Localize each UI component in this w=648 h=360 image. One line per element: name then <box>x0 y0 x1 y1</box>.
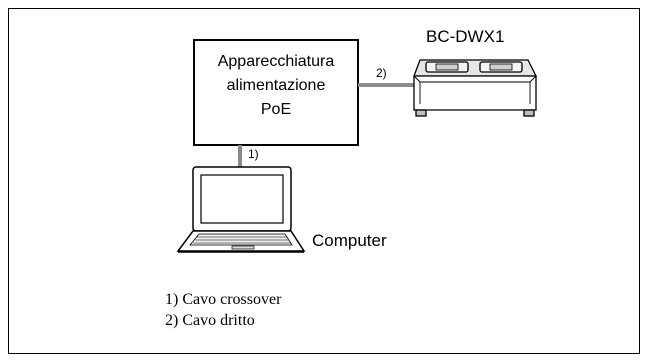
computer-label: Computer <box>312 231 387 250</box>
device-label: BC-DWX1 <box>426 27 504 46</box>
cable-marker-1: 1) <box>248 147 259 161</box>
laptop-computer-icon <box>176 166 306 253</box>
charger-device-icon <box>413 59 538 117</box>
poe-box-line2: alimentazione <box>227 77 326 94</box>
legend-item-straight: 2) Cavo dritto <box>165 312 255 329</box>
cable-legend: 1) Cavo crossover 2) Cavo dritto <box>165 289 281 331</box>
poe-equipment-box <box>193 39 359 146</box>
legend-item-crossover: 1) Cavo crossover <box>165 291 282 308</box>
cable-marker-2: 2) <box>376 66 387 80</box>
poe-box-line1: Apparecchiatura <box>218 53 335 70</box>
poe-box-line3: PoE <box>261 101 291 118</box>
